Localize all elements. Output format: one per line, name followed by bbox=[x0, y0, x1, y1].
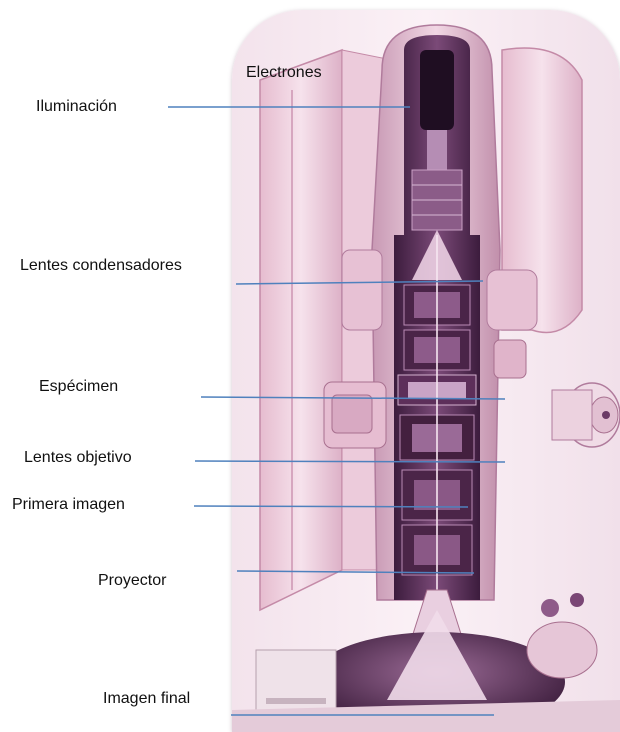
leader-line-lentes-objetivo bbox=[195, 461, 505, 462]
leader-line-primera-imagen bbox=[194, 506, 468, 507]
leader-line-proyector bbox=[237, 571, 474, 573]
leader-line-lentes-condensadores bbox=[236, 281, 483, 284]
leader-line-especimen bbox=[201, 397, 505, 399]
